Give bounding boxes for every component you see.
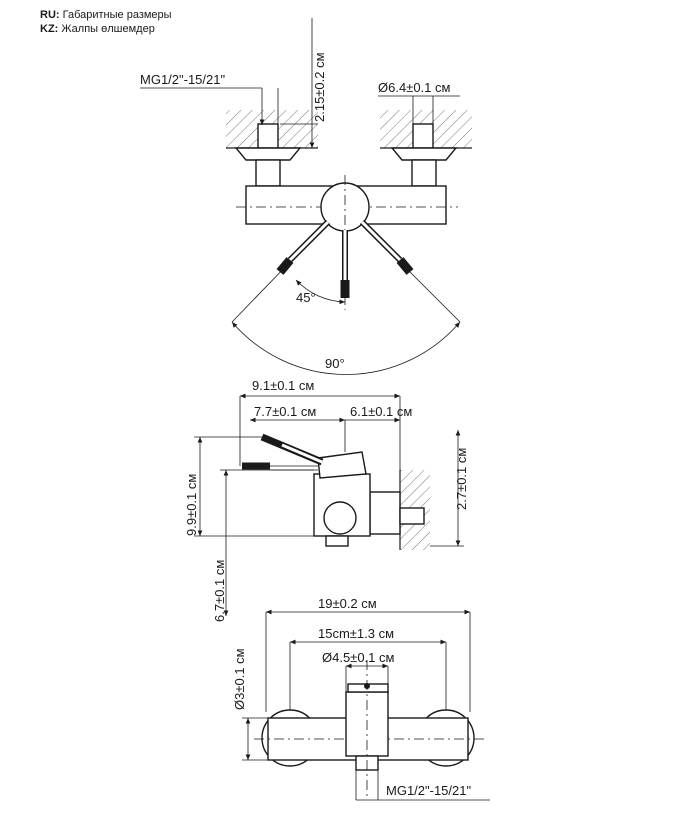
front-view: 19±0.2 см 15cm±1.3 см Ø4.5±0.1 см Ø3±0.1… [232, 596, 490, 801]
pipe-insert-left [257, 123, 279, 149]
eccentric-left [255, 159, 281, 187]
escutcheon-left [234, 147, 302, 161]
dim-9-9-label: 9.9±0.1 см [184, 474, 199, 536]
legend-ru: RU: Габаритные размеры [40, 8, 172, 22]
outlet-nozzle [325, 535, 349, 547]
dim-3-label: Ø3±0.1 см [232, 648, 247, 710]
dim-19-label: 19±0.2 см [318, 596, 377, 611]
angle-45-label: 45° [296, 290, 316, 305]
dim-6-1-label: 6.1±0.1 см [350, 404, 412, 419]
dim-2-7-label: 2.7±0.1 см [454, 448, 469, 510]
legend-kz-code: KZ: [40, 23, 59, 35]
height-dim-label: 2.15±0.2 см [312, 52, 327, 122]
dim-6-7-label: 6.7±0.1 см [212, 560, 227, 622]
cartridge-side [317, 451, 367, 479]
diameter-dim-label: Ø6.4±0.1 см [378, 80, 451, 95]
legend-ru-code: RU: [40, 9, 60, 21]
eccentric-right [411, 159, 437, 187]
escutcheon-side [369, 491, 401, 535]
thread-label-front: MG1/2"-15/21" [386, 783, 471, 798]
dim-7-7-label: 7.7±0.1 см [254, 404, 316, 419]
dim-4-5-label: Ø4.5±0.1 см [322, 650, 395, 665]
escutcheon-right [390, 147, 458, 161]
lever-left-grip [276, 257, 294, 275]
legend: RU: Габаритные размеры KZ: Жалпы өлшемде… [40, 8, 172, 36]
legend-kz-text: Жалпы өлшемдер [61, 23, 155, 35]
outlet-circle [323, 501, 357, 535]
pipe-side [399, 507, 425, 525]
thread-label-top: MG1/2"-15/21" [140, 72, 225, 87]
pipe-insert-right [412, 123, 434, 149]
dim-15-label: 15cm±1.3 см [318, 626, 394, 641]
side-view: 9.1±0.1 см 7.7±0.1 см 6.1±0.1 см 9.9±0.1… [184, 378, 469, 622]
legend-kz: KZ: Жалпы өлшемдер [40, 22, 172, 36]
angle-90-label: 90° [325, 356, 345, 371]
legend-ru-text: Габаритные размеры [62, 9, 172, 21]
top-view: 45° 90° MG1/2"-15/21" 2.15±0.2 см Ø6.4±0… [140, 18, 472, 375]
dim-9-1-label: 9.1±0.1 см [252, 378, 314, 393]
